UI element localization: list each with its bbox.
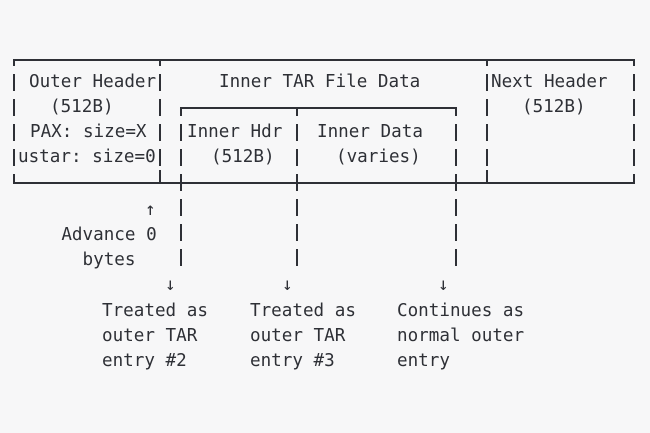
outer-box-top-border (13, 59, 635, 61)
inner-data-size: (varies) (336, 147, 421, 167)
outer-header-separator (159, 61, 161, 182)
callout-down-arrow-3-icon: ↓ (438, 275, 449, 295)
outer-box-bottom-border (13, 182, 635, 184)
callout-normal-outer-entry: Continues as normal outer entry (397, 301, 525, 371)
callout-outer-entry-2: Treated as outer TAR entry #2 (102, 301, 208, 371)
outer-header-title: Outer Header (29, 72, 157, 92)
callout-down-arrow-2-icon: ↓ (282, 275, 293, 295)
next-header-size: (512B) (522, 97, 586, 117)
inner-tar-title: Inner TAR File Data (219, 72, 421, 92)
advance-note: Advance 0 bytes (61, 225, 157, 270)
inner-hdr-label: Inner Hdr (187, 122, 283, 142)
inner-data-label: Inner Data (317, 122, 423, 142)
outer-header-pax-line: PAX: size=X (30, 122, 147, 142)
inner-box-divider (296, 107, 298, 266)
outer-header-ustar-line: ustar: size=0 (18, 147, 156, 167)
inner-hdr-size: (512B) (211, 147, 275, 167)
advance-up-arrow-icon: ↑ (145, 200, 156, 220)
inner-box-left-edge (180, 107, 182, 266)
outer-box-left-edge (13, 59, 15, 184)
next-header-title: Next Header (491, 72, 608, 92)
callout-outer-entry-3: Treated as outer TAR entry #3 (250, 301, 356, 371)
next-header-separator (486, 61, 488, 182)
inner-box-top-border (180, 107, 457, 109)
outer-header-size: (512B) (50, 97, 114, 117)
inner-box-right-edge (455, 107, 457, 266)
callout-down-arrow-1-icon: ↓ (165, 275, 176, 295)
outer-box-right-edge (633, 59, 635, 184)
